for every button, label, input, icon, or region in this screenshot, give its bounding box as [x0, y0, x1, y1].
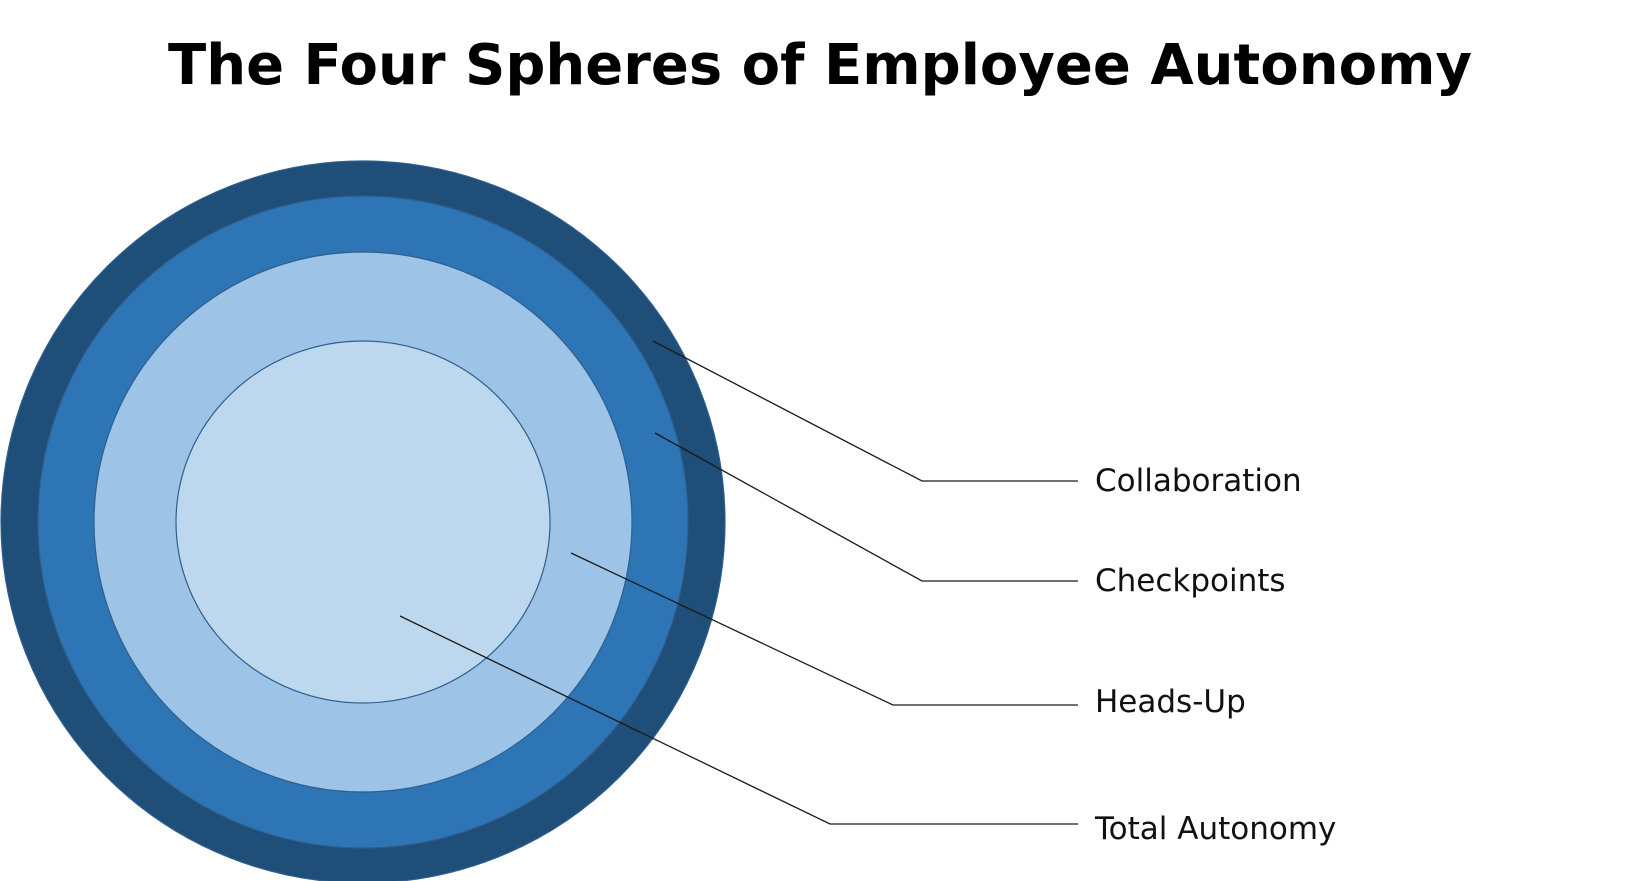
label-checkpoints: Checkpoints [1095, 563, 1286, 599]
spheres-rings [0, 160, 726, 881]
label-total-autonomy: Total Autonomy [1094, 811, 1336, 847]
leader-line-checkpoints [654, 432, 1078, 582]
sphere-total-autonomy-ring [175, 340, 551, 704]
leader-line-collaboration [652, 340, 1078, 482]
leader-line-total-autonomy [399, 615, 1078, 825]
label-collaboration: Collaboration [1095, 463, 1302, 499]
leader-lines [399, 340, 1078, 825]
sphere-labels: Collaboration Checkpoints Heads-Up Total… [1094, 463, 1336, 847]
leader-line-heads-up [570, 552, 1078, 706]
label-heads-up: Heads-Up [1095, 684, 1246, 720]
page-title: The Four Spheres of Employee Autonomy [168, 33, 1472, 98]
